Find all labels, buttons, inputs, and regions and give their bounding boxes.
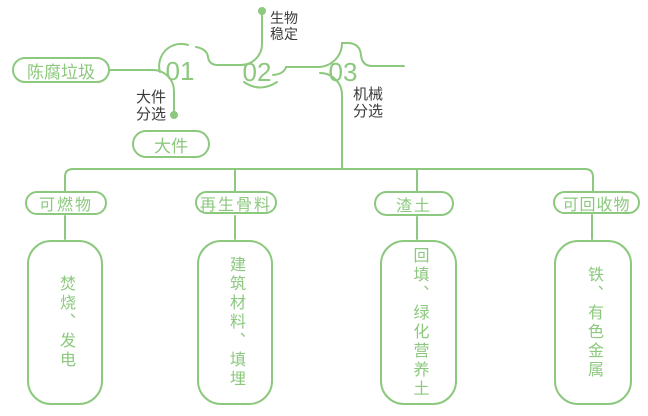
drop-step01-large-item	[152, 69, 175, 112]
category-recycled-aggregate: 再生骨料	[195, 191, 277, 214]
disposal-recycled-aggregate: 建筑材料、填埋	[197, 240, 273, 405]
step-number-01: 01	[165, 56, 195, 86]
arc-step03	[317, 42, 343, 68]
disposal-recyclable: 铁、有色金属	[554, 240, 632, 405]
exit-step03	[341, 42, 405, 67]
disposal-slag-soil-text: 回填、绿化营养土	[410, 246, 428, 399]
category-combustible: 可燃物	[25, 191, 107, 215]
disposal-combustible: 焚烧、发电	[27, 240, 103, 405]
arc-step01	[158, 42, 189, 73]
drop-step03-main	[319, 72, 343, 170]
large-item-node-dot	[170, 111, 178, 119]
distribution-line	[64, 168, 594, 192]
step-number-02: 02	[242, 57, 272, 87]
bio-stable-node-dot	[258, 7, 266, 15]
category-slag-soil: 渣土	[374, 191, 454, 216]
label-bio-stabilization: 生物 稳定	[270, 10, 298, 42]
label-large-item-sorting: 大件 分选	[136, 89, 167, 123]
source-node: 陈腐垃圾	[12, 57, 110, 83]
large-item-node: 大件	[132, 130, 210, 158]
disposal-slag-soil: 回填、绿化营养土	[380, 240, 457, 405]
disposal-recycled-aggregate-text: 建筑材料、填埋	[227, 256, 244, 389]
exit-step02	[272, 66, 319, 76]
step-number-03: 03	[328, 57, 358, 87]
label-mechanical-sorting: 机械 分选	[353, 86, 384, 120]
disposal-combustible-text: 焚烧、发电	[57, 275, 74, 370]
arc-step02-bottom	[243, 81, 278, 89]
disposal-recyclable-text: 铁、有色金属	[585, 265, 602, 380]
category-recyclable: 可回收物	[553, 191, 640, 214]
riser-step02-bio	[240, 14, 263, 66]
exit-step01	[195, 46, 242, 66]
